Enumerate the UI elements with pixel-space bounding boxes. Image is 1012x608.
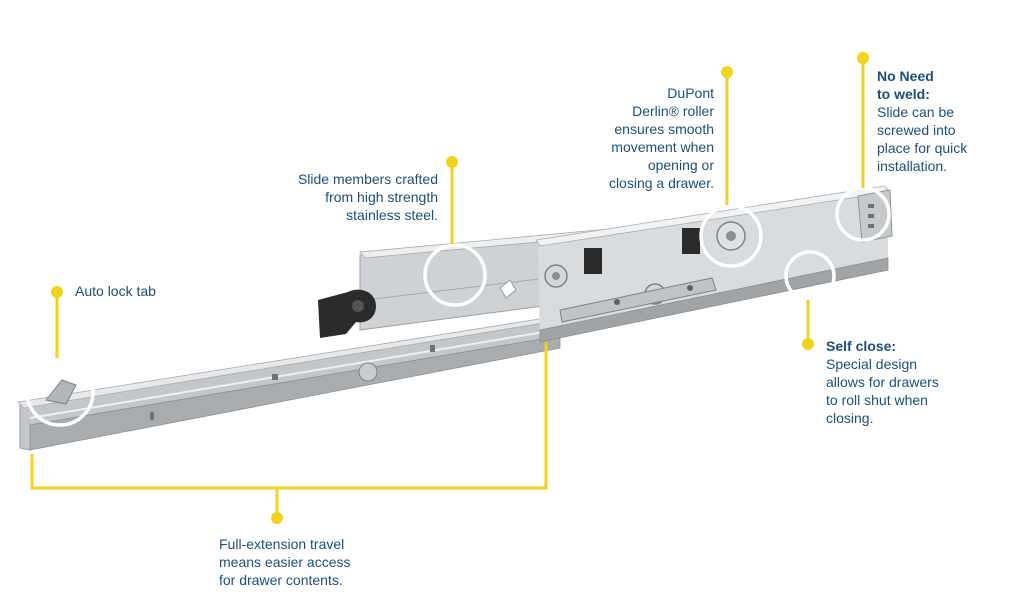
dupont-roller-text-line: closing a drawer. — [608, 175, 714, 191]
derlin-roller-hub — [726, 231, 736, 241]
self-close-label: Self close: Special design allows for dr… — [826, 337, 939, 427]
auto-lock-text: Auto lock tab — [75, 283, 156, 299]
full-extension-text-line: means easier access — [219, 554, 351, 570]
dupont-roller-label: DuPont Derlin® roller ensures smooth mov… — [609, 84, 714, 192]
bracket-slot — [868, 224, 874, 228]
slide-members-text-line: stainless steel. — [346, 207, 438, 223]
no-weld-text-line: place for quick — [877, 140, 968, 156]
outer-rail-lower-face — [29, 335, 561, 451]
roller-wheel — [358, 362, 378, 382]
dupont-roller-text-line: ensures smooth — [614, 121, 714, 137]
roller-clip — [682, 228, 700, 254]
rail-tab — [499, 279, 517, 299]
full-extension-label: Full-extension travel means easier acces… — [219, 535, 351, 589]
bracket-slot — [868, 204, 874, 208]
full-extension-text-line: for drawer contents. — [219, 572, 343, 588]
self-close-highlight-circle — [784, 250, 836, 302]
full-extension-bracket-line — [30, 342, 548, 490]
dupont-roller-text-line: DuPont — [667, 85, 714, 101]
auto-lock-highlight-circle — [25, 357, 95, 427]
full-extension-callout-dot — [271, 512, 283, 524]
no-weld-label: No Need to weld: Slide can be screwed in… — [877, 67, 967, 175]
self-close-text-line: Special design — [826, 356, 918, 372]
slide-members-text-line: from high strength — [325, 189, 438, 205]
no-weld-heading: to weld: — [877, 86, 930, 102]
dupont-roller-text-line: opening or — [647, 157, 714, 173]
auto-lock-tab — [45, 379, 77, 405]
rail-hole — [150, 412, 154, 420]
roller-callout-dot — [721, 66, 733, 78]
linkage-hole — [687, 285, 693, 291]
dupont-roller-text-line: movement when — [611, 139, 714, 155]
roller-highlight-circle — [699, 204, 763, 268]
inner-rail-lip — [539, 257, 889, 343]
auto-lock-label: Auto lock tab — [75, 282, 156, 300]
linkage-bar — [559, 277, 717, 323]
outer-rail-highlight — [29, 329, 557, 419]
no-weld-heading: No Need — [877, 68, 934, 84]
no-weld-callout-dot — [857, 52, 869, 64]
slide-members-label: Slide members crafted from high strength… — [298, 170, 438, 224]
drawer-slide-illustration — [17, 185, 893, 451]
callout-dots — [51, 52, 869, 524]
highlight-circles — [25, 186, 891, 427]
no-weld-text-line: Slide can be — [877, 104, 955, 120]
self-close-text-line: allows for drawers — [826, 374, 939, 390]
self-close-catch — [318, 289, 376, 338]
dupont-roller-text-line: Derlin® roller — [632, 103, 714, 119]
roller-clip — [584, 248, 602, 274]
auto-lock-callout-dot — [51, 286, 63, 298]
slide-members-callout-dot — [446, 156, 458, 168]
self-close-callout-dot — [802, 338, 814, 350]
callout-leaders — [30, 58, 865, 518]
self-close-text-line: closing. — [826, 410, 874, 426]
rail-hole — [272, 374, 278, 380]
slide-members-highlight-circle — [423, 243, 487, 307]
self-close-heading: Self close: — [826, 338, 897, 354]
catch-rivet — [352, 300, 364, 312]
no-weld-text-line: installation. — [877, 158, 948, 174]
rail-hole — [430, 345, 435, 352]
no-weld-text-line: screwed into — [877, 122, 956, 138]
self-close-text-line: to roll shut when — [826, 392, 928, 408]
rear-mounting-bracket — [857, 189, 893, 243]
slide-members-text-line: Slide members crafted — [297, 171, 438, 187]
full-extension-text-line: Full-extension travel — [219, 536, 345, 552]
roller-hub — [552, 272, 560, 280]
linkage-hole — [614, 299, 620, 305]
bracket-slot — [868, 214, 874, 218]
